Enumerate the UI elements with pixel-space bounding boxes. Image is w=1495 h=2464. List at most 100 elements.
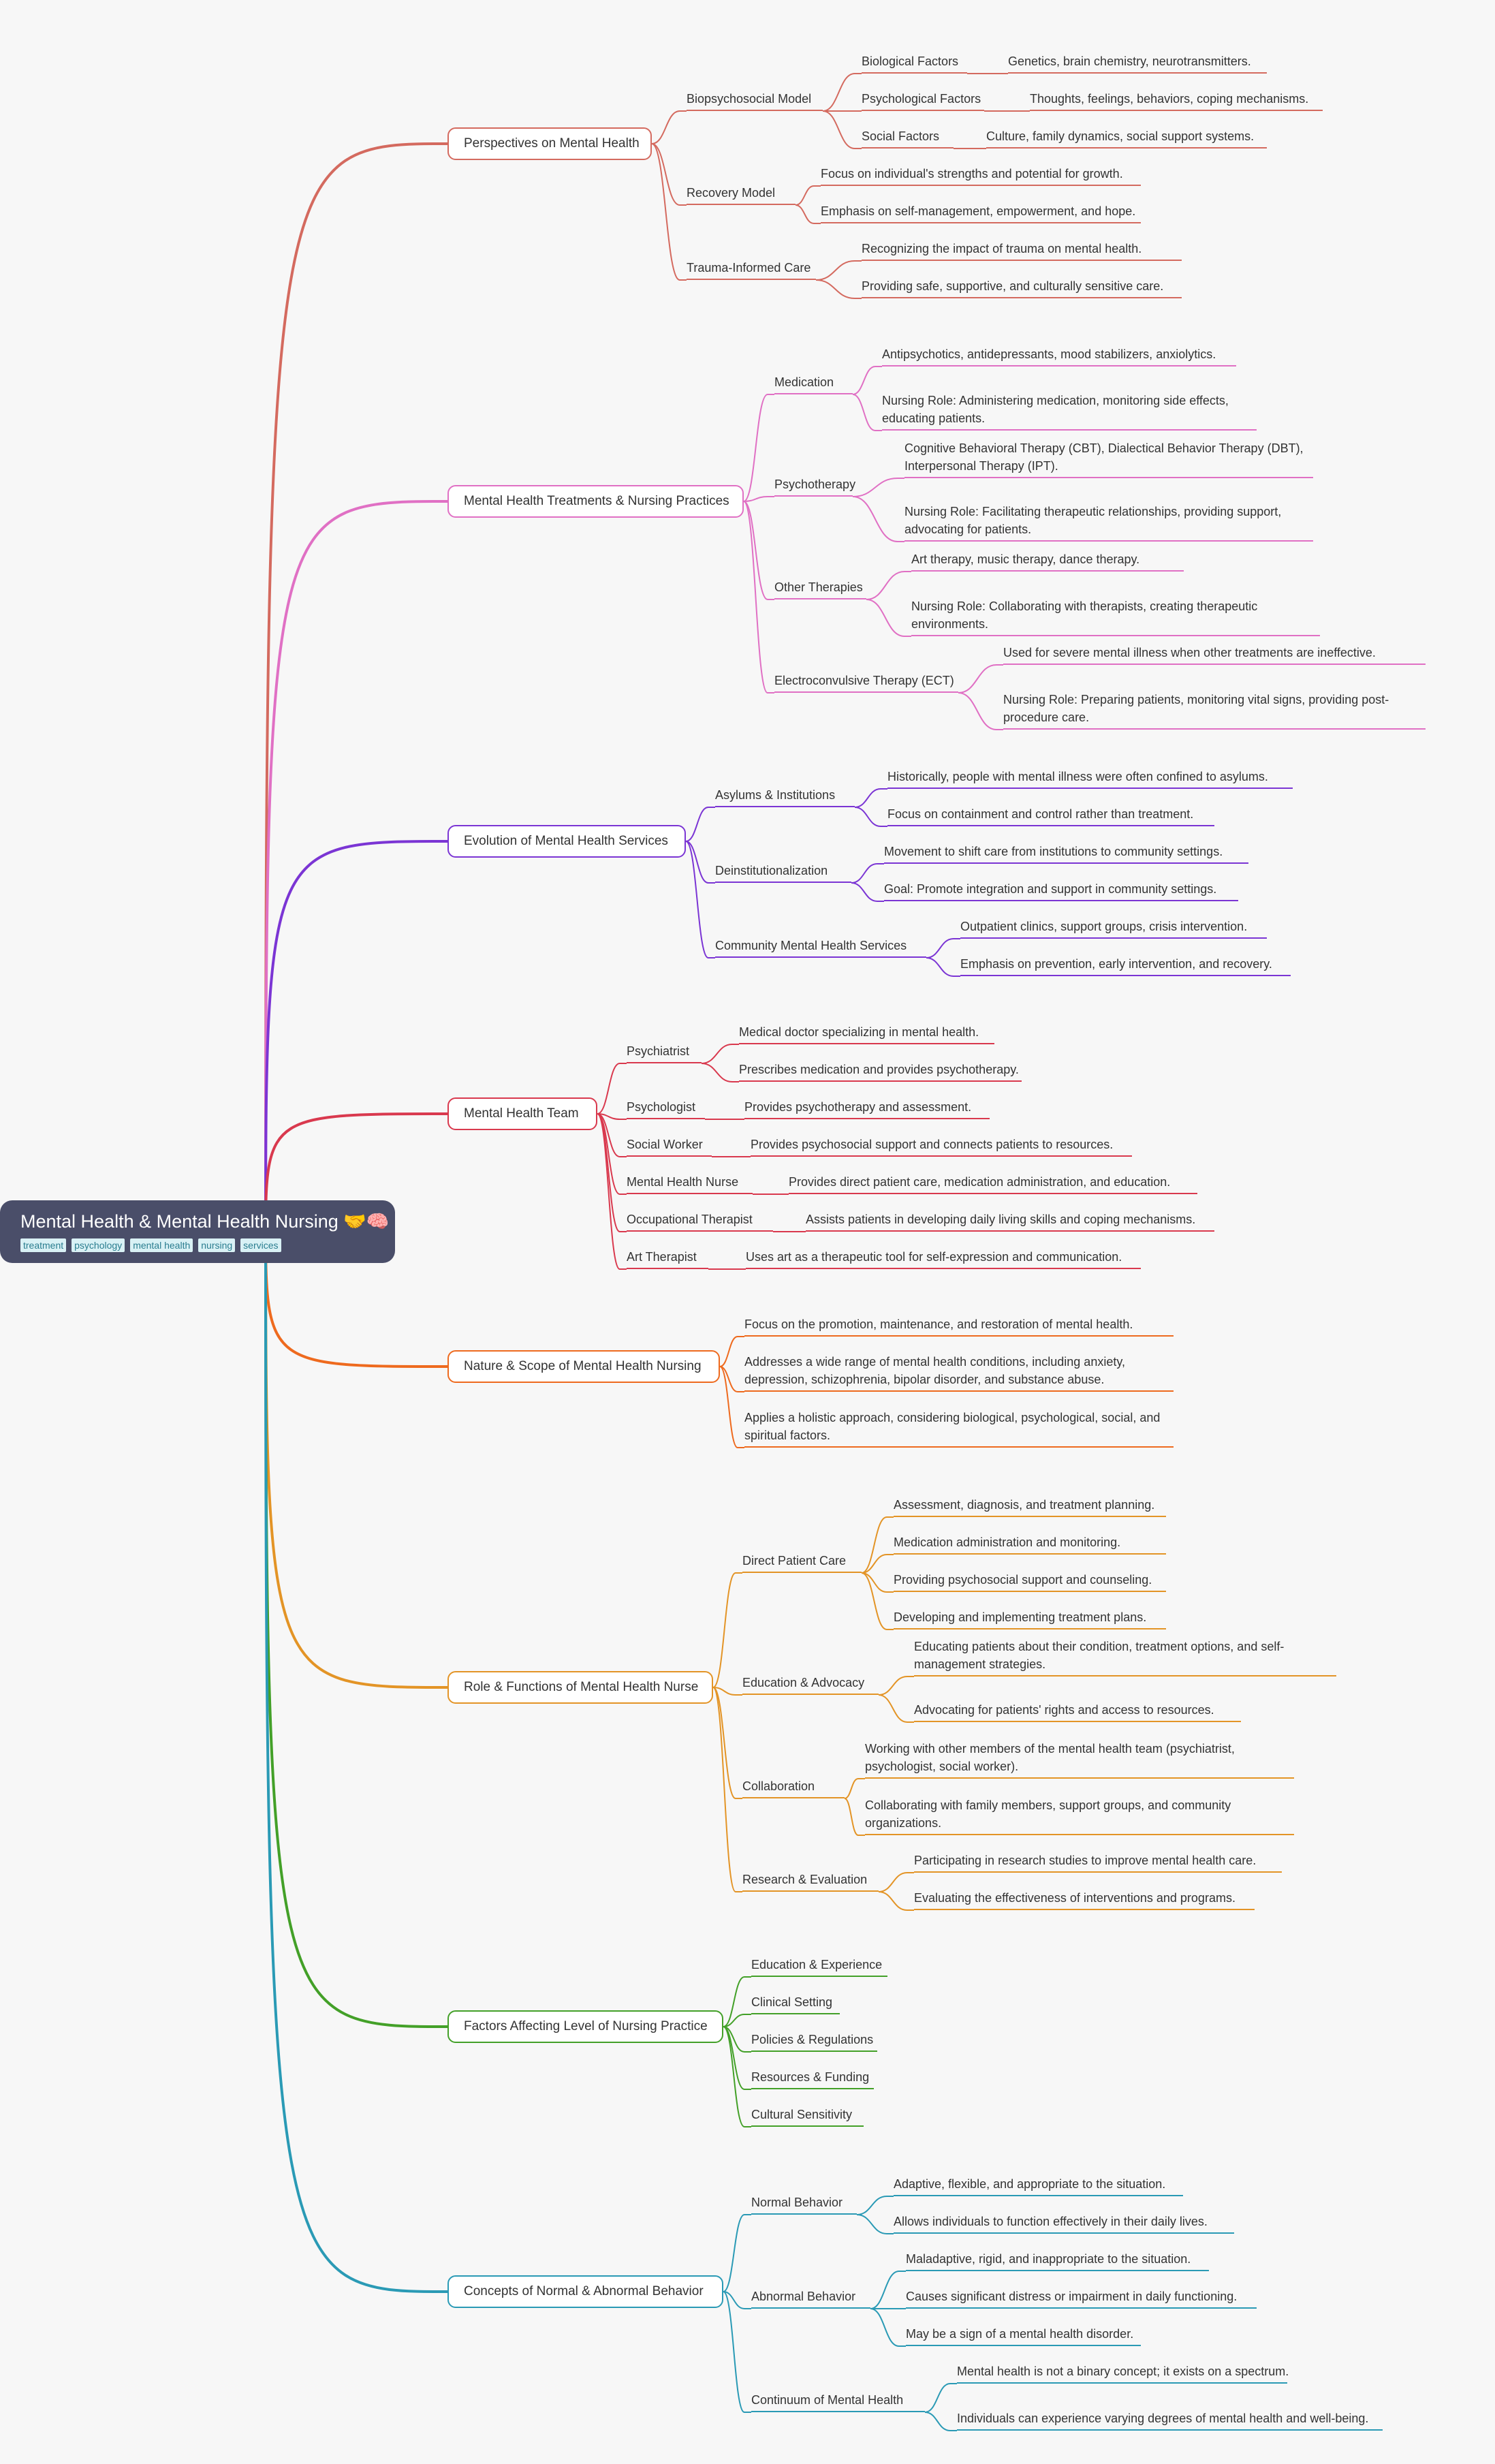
root-topic[interactable]: Mental Health & Mental Health Nursing 🤝🧠… bbox=[0, 1200, 395, 1263]
edge bbox=[723, 2214, 745, 2292]
detail-node[interactable]: Collaborating with family members, suppo… bbox=[865, 1796, 1294, 1835]
edge bbox=[854, 807, 881, 827]
detail-node[interactable]: Cognitive Behavioral Therapy (CBT), Dial… bbox=[904, 439, 1313, 478]
detail-node[interactable]: Provides psychosocial support and connec… bbox=[751, 1136, 1132, 1157]
detail-node[interactable]: Assessment, diagnosis, and treatment pla… bbox=[894, 1496, 1166, 1517]
detail-node[interactable]: Causes significant distress or impairmen… bbox=[906, 2288, 1257, 2309]
detail-node[interactable]: Providing safe, supportive, and cultural… bbox=[862, 277, 1182, 298]
subtopic[interactable]: Direct Patient Care bbox=[742, 1552, 862, 1573]
detail-node[interactable]: May be a sign of a mental health disorde… bbox=[906, 2325, 1141, 2346]
edge bbox=[743, 496, 768, 502]
subtopic[interactable]: Other Therapies bbox=[774, 578, 866, 599]
subtopic[interactable]: Education & Advocacy bbox=[742, 1674, 879, 1695]
detail-node[interactable]: Antipsychotics, antidepressants, mood st… bbox=[882, 345, 1236, 367]
detail-node[interactable]: Advocating for patients' rights and acce… bbox=[914, 1701, 1241, 1722]
detail-node[interactable]: Movement to shift care from institutions… bbox=[884, 843, 1248, 864]
subtopic[interactable]: Education & Experience bbox=[751, 1956, 887, 1977]
detail-node[interactable]: Thoughts, feelings, behaviors, coping me… bbox=[1030, 90, 1323, 111]
detail-node[interactable]: Uses art as a therapeutic tool for self-… bbox=[746, 1248, 1141, 1269]
detail-node[interactable]: Provides direct patient care, medication… bbox=[789, 1173, 1197, 1194]
main-topic[interactable]: Factors Affecting Level of Nursing Pract… bbox=[447, 2010, 723, 2043]
detail-node[interactable]: Goal: Promote integration and support in… bbox=[884, 880, 1238, 901]
edge bbox=[852, 366, 876, 395]
edge bbox=[870, 2271, 900, 2309]
tag: psychology bbox=[72, 1238, 125, 1252]
main-topic[interactable]: Perspectives on Mental Health bbox=[447, 127, 652, 160]
subtopic[interactable]: Focus on the promotion, maintenance, and… bbox=[744, 1315, 1174, 1337]
detail-node[interactable]: Nursing Role: Preparing patients, monito… bbox=[1003, 691, 1426, 730]
subtopic[interactable]: Deinstitutionalization bbox=[715, 862, 851, 883]
subtopic[interactable]: Normal Behavior bbox=[751, 2194, 857, 2215]
main-topic[interactable]: Mental Health Team bbox=[447, 1097, 597, 1130]
subtopic[interactable]: Research & Evaluation bbox=[742, 1871, 879, 1892]
detail-node[interactable]: Allows individuals to function effective… bbox=[894, 2213, 1234, 2234]
detail-node[interactable]: Individuals can experience varying degre… bbox=[957, 2410, 1383, 2431]
detail-node[interactable]: Focus on containment and control rather … bbox=[887, 805, 1214, 826]
subtopic[interactable]: Trauma-Informed Care bbox=[687, 259, 816, 280]
subtopic[interactable]: Art Therapist bbox=[627, 1248, 708, 1269]
detail-node[interactable]: Nursing Role: Administering medication, … bbox=[882, 392, 1257, 431]
detail-node[interactable]: Historically, people with mental illness… bbox=[887, 768, 1293, 789]
detail-node[interactable]: Provides psychotherapy and assessment. bbox=[744, 1098, 990, 1119]
subtopic[interactable]: Recovery Model bbox=[687, 184, 796, 205]
detail-node[interactable]: Developing and implementing treatment pl… bbox=[894, 1608, 1166, 1629]
subtopic[interactable]: Abnormal Behavior bbox=[751, 2288, 870, 2309]
detail-node[interactable]: Art therapy, music therapy, dance therap… bbox=[911, 550, 1184, 572]
detail-node[interactable]: Recognizing the impact of trauma on ment… bbox=[862, 240, 1182, 261]
detail-node[interactable]: Providing psychosocial support and couns… bbox=[894, 1571, 1166, 1592]
subtopic[interactable]: Psychiatrist bbox=[627, 1042, 702, 1063]
detail-node[interactable]: Mental health is not a binary concept; i… bbox=[957, 2362, 1289, 2384]
subtopic[interactable]: Policies & Regulations bbox=[751, 2031, 877, 2052]
detail-node[interactable]: Nursing Role: Collaborating with therapi… bbox=[911, 597, 1320, 636]
detail-node[interactable]: Emphasis on prevention, early interventi… bbox=[960, 955, 1291, 976]
detail-node[interactable]: Working with other members of the mental… bbox=[865, 1740, 1294, 1779]
edge bbox=[854, 788, 881, 808]
subtopic[interactable]: Occupational Therapist bbox=[627, 1211, 773, 1232]
detail-node[interactable]: Psychological Factors bbox=[862, 90, 984, 111]
detail-node[interactable]: Educating patients about their condition… bbox=[914, 1638, 1336, 1677]
subtopic[interactable]: Asylums & Institutions bbox=[715, 786, 855, 807]
subtopic[interactable]: Resources & Funding bbox=[751, 2068, 874, 2089]
subtopic[interactable]: Applies a holistic approach, considering… bbox=[744, 1409, 1174, 1448]
detail-node[interactable]: Maladaptive, rigid, and inappropriate to… bbox=[906, 2250, 1209, 2271]
subtopic[interactable]: Psychologist bbox=[627, 1098, 705, 1119]
detail-node[interactable]: Assists patients in developing daily liv… bbox=[806, 1211, 1214, 1232]
detail-node[interactable]: Outpatient clinics, support groups, cris… bbox=[960, 918, 1267, 939]
detail-node[interactable]: Nursing Role: Facilitating therapeutic r… bbox=[904, 503, 1313, 542]
detail-node[interactable]: Focus on individual's strengths and pote… bbox=[821, 165, 1141, 186]
subtopic[interactable]: Social Worker bbox=[627, 1136, 712, 1157]
detail-node[interactable]: Evaluating the effectiveness of interven… bbox=[914, 1889, 1255, 1910]
edge bbox=[926, 938, 954, 958]
subtopic[interactable]: Addresses a wide range of mental health … bbox=[744, 1353, 1174, 1392]
detail-node[interactable]: Emphasis on self-management, empowerment… bbox=[821, 202, 1141, 223]
main-topic[interactable]: Concepts of Normal & Abnormal Behavior bbox=[447, 2275, 723, 2308]
main-topic[interactable]: Evolution of Mental Health Services bbox=[447, 825, 686, 858]
main-topic[interactable]: Mental Health Treatments & Nursing Pract… bbox=[447, 485, 744, 518]
subtopic[interactable]: Cultural Sensitivity bbox=[751, 2106, 864, 2127]
main-topic[interactable]: Nature & Scope of Mental Health Nursing bbox=[447, 1350, 720, 1383]
detail-node[interactable]: Medication administration and monitoring… bbox=[894, 1533, 1166, 1555]
subtopic[interactable]: Clinical Setting bbox=[751, 1993, 840, 2014]
subtopic[interactable]: Community Mental Health Services bbox=[715, 937, 926, 958]
subtopic[interactable]: Biopsychosocial Model bbox=[687, 90, 823, 111]
edge bbox=[651, 143, 680, 206]
detail-node[interactable]: Adaptive, flexible, and appropriate to t… bbox=[894, 2175, 1183, 2196]
detail-node[interactable]: Biological Factors bbox=[862, 52, 967, 74]
subtopic[interactable]: Psychotherapy bbox=[774, 475, 855, 497]
subtopic[interactable]: Collaboration bbox=[742, 1777, 845, 1798]
detail-node[interactable]: Participating in research studies to imp… bbox=[914, 1852, 1282, 1873]
detail-node[interactable]: Social Factors bbox=[862, 127, 954, 149]
subtopic[interactable]: Mental Health Nurse bbox=[627, 1173, 753, 1194]
subtopic[interactable]: Electroconvulsive Therapy (ECT) bbox=[774, 672, 958, 693]
edge bbox=[743, 501, 768, 693]
detail-node[interactable]: Genetics, brain chemistry, neurotransmit… bbox=[1008, 52, 1267, 74]
subtopic[interactable]: Continuum of Mental Health bbox=[751, 2391, 925, 2412]
detail-node[interactable]: Medical doctor specializing in mental he… bbox=[739, 1023, 994, 1044]
detail-node[interactable]: Prescribes medication and provides psych… bbox=[739, 1061, 1022, 1082]
detail-node[interactable]: Culture, family dynamics, social support… bbox=[986, 127, 1267, 149]
edge bbox=[719, 1336, 738, 1367]
detail-node[interactable]: Used for severe mental illness when othe… bbox=[1003, 644, 1426, 665]
edge bbox=[866, 571, 905, 600]
main-topic[interactable]: Role & Functions of Mental Health Nurse bbox=[447, 1671, 713, 1704]
subtopic[interactable]: Medication bbox=[774, 373, 853, 394]
